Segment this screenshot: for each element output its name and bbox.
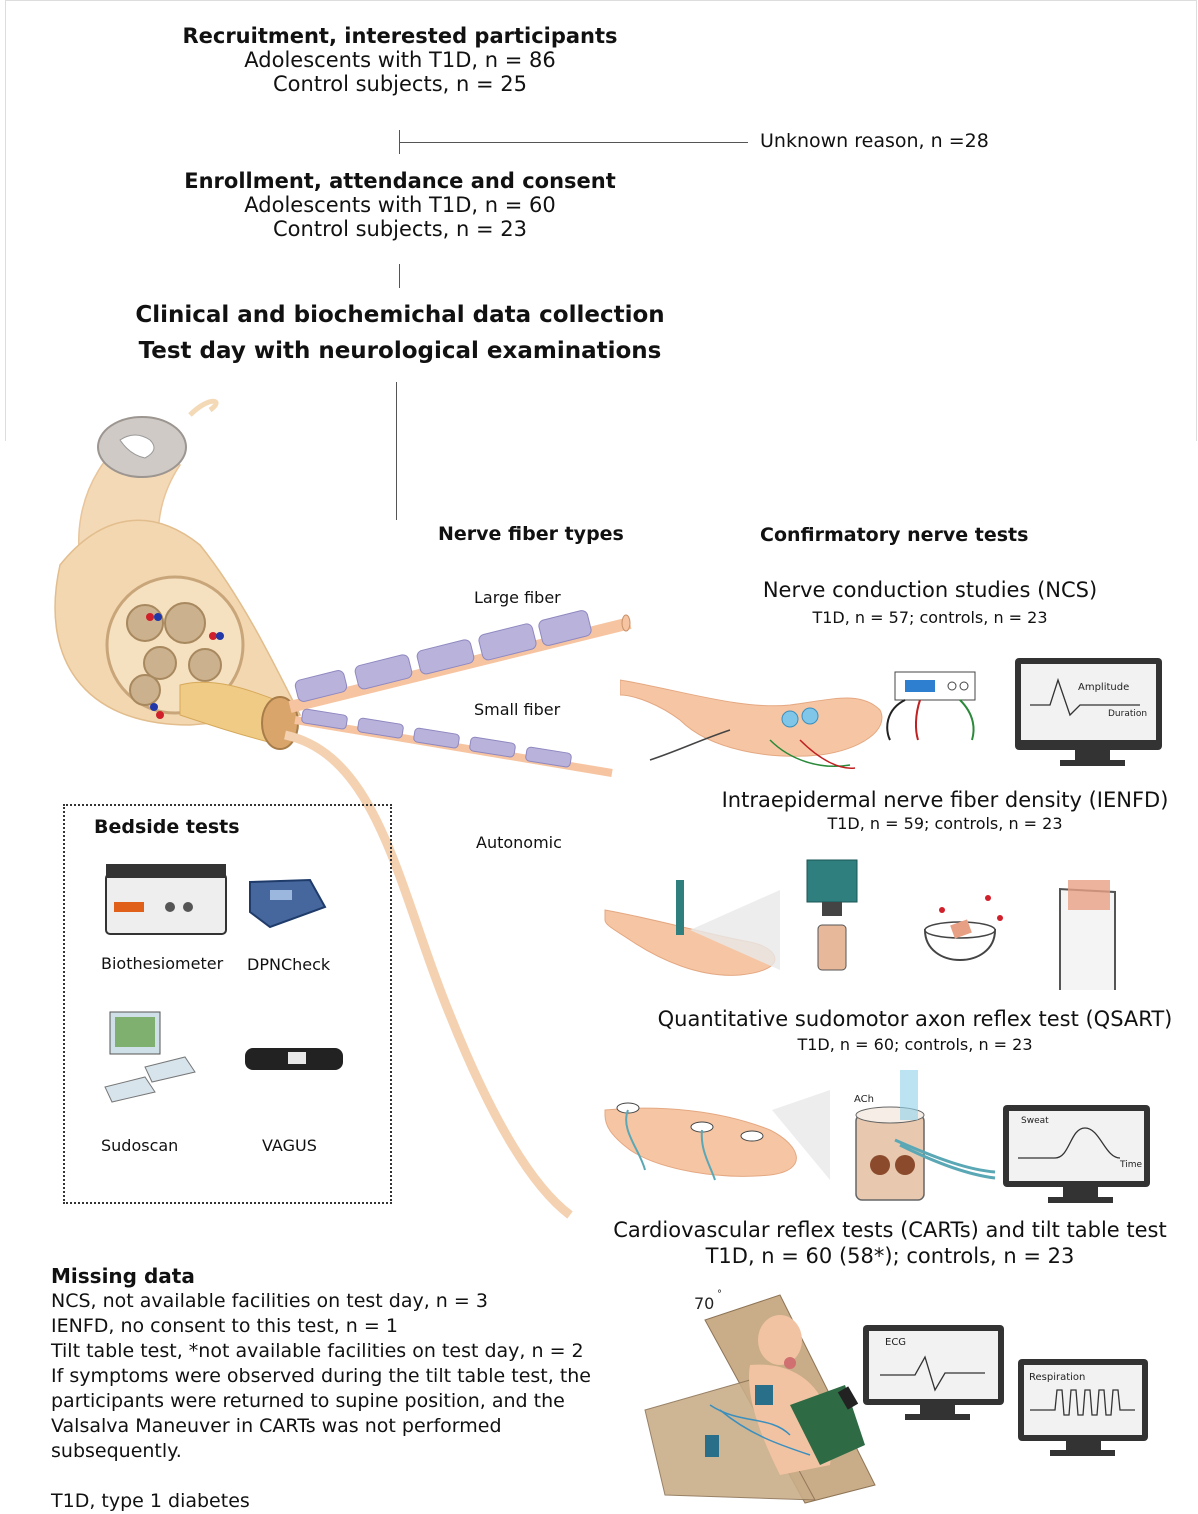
electrode-icon	[781, 710, 799, 728]
flow-connector-3	[396, 382, 397, 520]
missing-line-4: If symptoms were observed during the til…	[51, 1365, 591, 1387]
missing-line-7: subsequently.	[51, 1440, 182, 1462]
large-fiber-icon	[288, 610, 632, 713]
ncs-amplitude-label: Amplitude	[1078, 682, 1129, 693]
qsart-block: Quantitative sudomotor axon reflex test …	[630, 1007, 1198, 1054]
missing-line-2: IENFD, no consent to this test, n = 1	[51, 1315, 398, 1337]
ecg-label: ECG	[885, 1337, 906, 1348]
autonomic-label: Autonomic	[476, 833, 562, 852]
missing-heading: Missing data	[51, 1264, 195, 1288]
carts-counts: T1D, n = 60 (58*); controls, n = 23	[705, 1244, 1075, 1268]
data-collection-block: Clinical and biochemichal data collectio…	[100, 302, 700, 364]
ncs-illustration: Amplitude Duration	[620, 658, 1162, 769]
biopsy-punch-icon	[676, 880, 684, 935]
bedside-biothesiometer: Biothesiometer	[101, 954, 224, 973]
footnote: T1D, type 1 diabetes	[51, 1490, 250, 1512]
foot-icon-3	[604, 1107, 797, 1177]
flow-connector-2	[399, 264, 400, 288]
bedside-heading: Bedside tests	[94, 816, 240, 838]
large-fiber-label: Large fiber	[474, 588, 561, 607]
skin-section-icon	[855, 1114, 925, 1201]
fiber-types-heading: Nerve fiber types	[438, 523, 624, 545]
confirmatory-heading: Confirmatory nerve tests	[760, 524, 1029, 546]
ienfd-title: Intraepidermal nerve fiber density (IENF…	[721, 788, 1169, 812]
vessel-red-icon	[146, 613, 154, 621]
recruitment-block: Recruitment, interested participants Ado…	[100, 24, 700, 96]
recruitment-t1d: Adolescents with T1D, n = 86	[244, 48, 556, 72]
missing-data-block: Missing data NCS, not available faciliti…	[51, 1264, 641, 1514]
qsart-illustration: ACh Sweat Time	[604, 1070, 1150, 1203]
bedside-vagus: VAGUS	[262, 1136, 317, 1155]
foot-icon	[620, 679, 883, 757]
ienfd-illustration	[604, 859, 1116, 990]
nerve-illustration	[54, 398, 632, 1219]
small-fiber-icon	[294, 708, 613, 777]
ach-label: ACh	[854, 1094, 874, 1105]
exclusion-text: Unknown reason, n =28	[760, 130, 989, 152]
missing-line-3: Tilt table test, *not available faciliti…	[51, 1340, 584, 1362]
exclusion-connector	[399, 142, 748, 143]
flowchart-frame	[5, 0, 1197, 441]
ncs-block: Nerve conduction studies (NCS) T1D, n = …	[700, 578, 1160, 627]
enrollment-title: Enrollment, attendance and consent	[184, 169, 616, 193]
ncs-title: Nerve conduction studies (NCS)	[762, 578, 1098, 602]
recruitment-title: Recruitment, interested participants	[182, 24, 618, 48]
microscope-icon	[806, 859, 858, 903]
test-day-title: Test day with neurological examinations	[138, 338, 662, 364]
qsart-title: Quantitative sudomotor axon reflex test …	[657, 1007, 1173, 1031]
ncs-counts: T1D, n = 57; controls, n = 23	[812, 608, 1048, 627]
missing-line-1: NCS, not available facilities on test da…	[51, 1290, 488, 1312]
enrollment-t1d: Adolescents with T1D, n = 60	[244, 193, 556, 217]
carts-title: Cardiovascular reflex tests (CARTs) and …	[613, 1218, 1167, 1242]
small-fiber-label: Small fiber	[474, 700, 561, 719]
carts-block: Cardiovascular reflex tests (CARTs) and …	[580, 1218, 1198, 1268]
carts-illustration: 70 ° ECG Respiration	[644, 1289, 1148, 1504]
bedside-sudoscan: Sudoscan	[101, 1136, 179, 1155]
nerve-root-strand	[188, 398, 219, 417]
missing-line-6: Valsalva Maneuver in CARTs was not perfo…	[51, 1415, 502, 1437]
ienfd-counts: T1D, n = 59; controls, n = 23	[827, 814, 1063, 833]
bedside-devices	[104, 864, 343, 1103]
recruitment-controls: Control subjects, n = 25	[273, 72, 527, 96]
qsart-sweat-label: Sweat	[1021, 1116, 1049, 1126]
vial-icon	[817, 924, 847, 971]
qsart-time-label: Time	[1119, 1160, 1142, 1170]
ncs-duration-label: Duration	[1108, 709, 1147, 719]
ienfd-block: Intraepidermal nerve fiber density (IENF…	[690, 788, 1198, 833]
autonomic-fiber-icon	[284, 730, 573, 1219]
ach-iontophoresis-icon	[900, 1070, 918, 1120]
svg-text:°: °	[717, 1289, 722, 1300]
qsart-counts: T1D, n = 60; controls, n = 23	[797, 1035, 1033, 1054]
patient-icon	[758, 1315, 802, 1365]
bedside-dpncheck: DPNCheck	[247, 955, 331, 974]
data-collection-title: Clinical and biochemichal data collectio…	[135, 302, 665, 328]
tilt-angle-label: 70	[694, 1294, 714, 1313]
missing-line-5: participants were returned to supine pos…	[51, 1390, 565, 1412]
vessel-blue-icon	[154, 613, 162, 621]
respiration-label: Respiration	[1029, 1372, 1085, 1383]
enrollment-controls: Control subjects, n = 23	[273, 217, 527, 241]
dpncheck-icon	[249, 878, 327, 929]
bedside-tests-box	[63, 804, 392, 1204]
enrollment-block: Enrollment, attendance and consent Adole…	[100, 169, 700, 241]
